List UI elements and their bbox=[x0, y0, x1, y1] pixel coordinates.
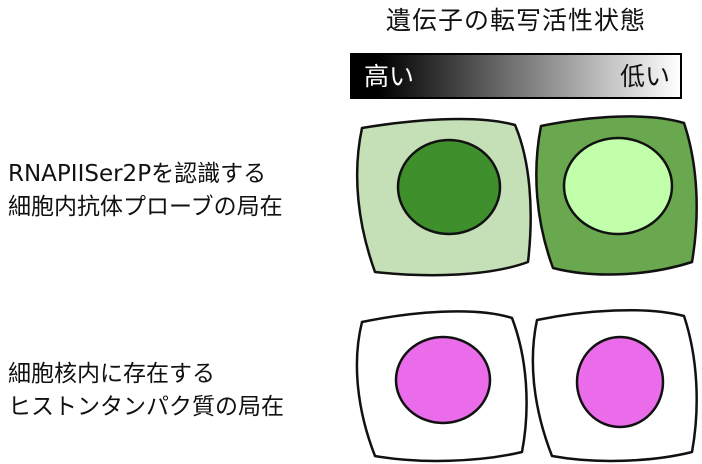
histone-row-label: 細胞核内に存在する ヒストンタンパク質の局在 bbox=[8, 358, 284, 424]
cell-antibody-low bbox=[535, 115, 698, 276]
cell-histone-high bbox=[355, 310, 528, 463]
row-label-line: 細胞内抗体プローブの局在 bbox=[8, 194, 283, 220]
transcription-activity-heading: 遺伝子の転写活性状態 bbox=[385, 6, 646, 35]
nucleus bbox=[562, 136, 674, 236]
activity-low-label: 低い bbox=[619, 62, 670, 91]
activity-gradient-bar: 高い 低い bbox=[350, 53, 682, 99]
nucleus bbox=[396, 138, 502, 236]
row-label-line: 細胞核内に存在する bbox=[8, 361, 215, 387]
nucleus bbox=[575, 335, 665, 429]
row-label-line: ヒストンタンパク質の局在 bbox=[8, 394, 284, 420]
activity-high-label: 高い bbox=[364, 62, 415, 91]
row-label-line: RNAPIISer2Pを認識する bbox=[8, 161, 267, 187]
nucleus bbox=[394, 335, 492, 425]
cell-histone-low bbox=[531, 308, 698, 463]
antibody-probe-row-label: RNAPIISer2Pを認識する 細胞内抗体プローブの局在 bbox=[8, 158, 283, 224]
cell-antibody-high bbox=[355, 117, 532, 277]
